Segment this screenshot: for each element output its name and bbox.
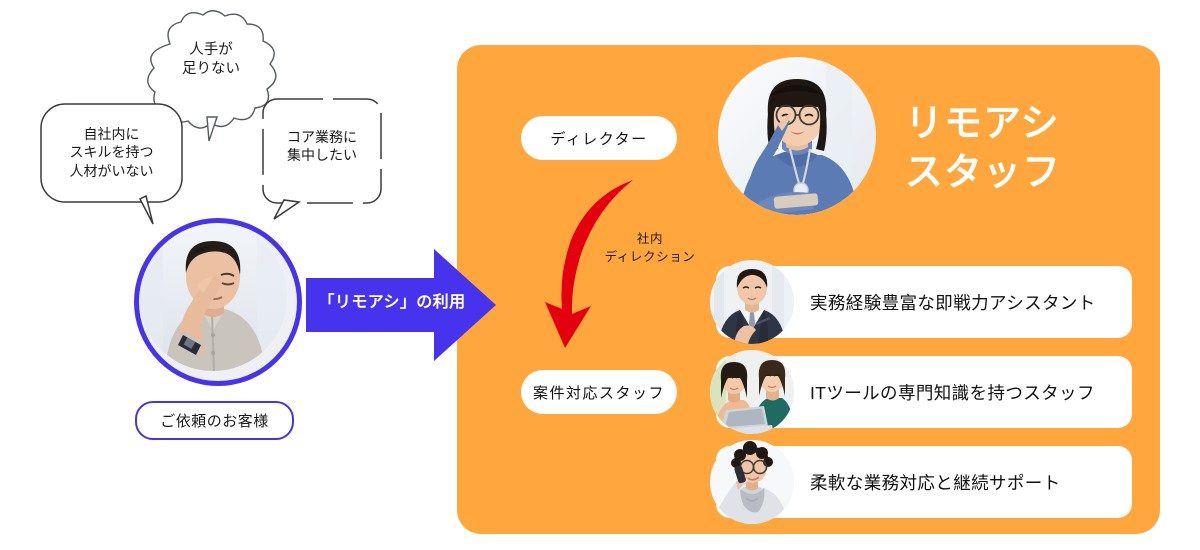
director-pill: ディレクター (521, 116, 677, 160)
speech-bubble-no-skill (40, 103, 183, 225)
speech-bubble-no-skill-text: 自社内に スキルを持つ 人材がいない (69, 126, 154, 179)
feature-card: 柔軟な業務対応と継続サポート (710, 440, 1132, 524)
feature-thumb-two-women-laptop (710, 350, 794, 434)
customer-label-text: ご依頼のお客様 (160, 413, 269, 430)
feature-label: 柔軟な業務対応と継続サポート (810, 472, 1061, 493)
speech-bubble-shortage-text: 人手が 足りない (182, 42, 240, 78)
usage-arrow (306, 249, 496, 361)
feature-label: ITツールの専門知識を持つスタッフ (810, 382, 1095, 403)
speech-bubble-core-focus-text: コア業務に 集中したい (287, 129, 357, 164)
panel-title: リモアシ スタッフ (905, 103, 1062, 194)
director-avatar (718, 57, 876, 215)
customer-label: ご依頼のお客様 (135, 401, 294, 440)
customer-photo (139, 223, 297, 381)
feature-thumb-male-suit (710, 260, 794, 344)
director-pill-text: ディレクター (550, 130, 648, 148)
feature-card: 実務経験豊富な即戦力アシスタント (710, 260, 1132, 344)
feature-thumb-woman-phone (710, 440, 794, 524)
internal-direction-label: 社内 ディレクション (604, 232, 696, 264)
speech-bubble-core-focus (262, 98, 382, 220)
assigned-staff-pill: 案件対応スタッフ (521, 370, 677, 414)
feature-label: 実務経験豊富な即戦力アシスタント (810, 292, 1096, 313)
assigned-staff-pill-text: 案件対応スタッフ (532, 384, 665, 402)
internal-direction-arrow (545, 178, 655, 350)
feature-card: ITツールの専門知識を持つスタッフ (710, 350, 1132, 434)
customer-avatar (134, 218, 302, 386)
